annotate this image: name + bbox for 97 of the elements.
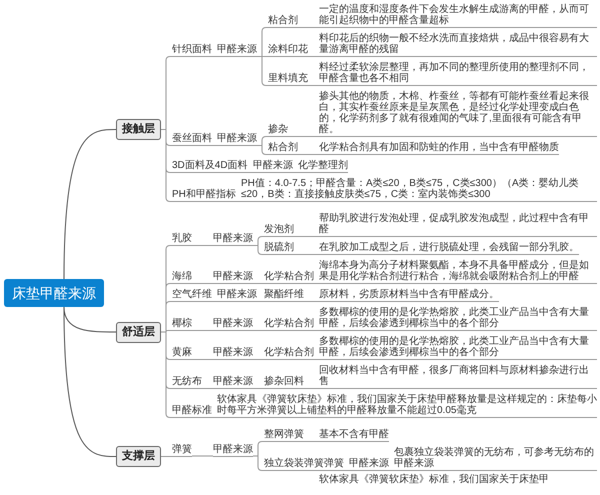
branch-line	[308, 85, 320, 86]
note-text: 料经过柔软涂层整理，再加不同的整理所使用的整理剂不同，甲醛含量也各不相同	[319, 62, 597, 86]
topic-label: 甲醛来源	[213, 376, 253, 389]
topic-label: 化学粘合剂	[264, 318, 314, 331]
note-text: 帮助乳胶进行发泡处理，促成乳胶发泡成型，此过程中含有甲醛	[319, 213, 597, 237]
branch-line	[344, 470, 350, 471]
topic-label: 3D面料及4D面料	[172, 160, 248, 173]
topic-label: 甲醛来源	[217, 44, 257, 57]
topic-label: 空气纤维	[172, 289, 212, 302]
note-text: 化学整理剂	[298, 160, 348, 173]
branch-line	[192, 359, 214, 360]
topic-label: 蚕丝面料	[172, 133, 212, 146]
branch-line	[192, 283, 214, 284]
topic-label: 海绵	[172, 271, 192, 284]
topic-label: 甲醛标准	[172, 405, 212, 418]
note-text: PH值：4.0-7.5；甲醛含量：A类≤20，B类≤75，C类≤300）（A类：婴幼儿类≤20，B类：直接接触皮肤类≤75，C类：室内装饰类≤300	[241, 178, 597, 202]
topic-label: 甲醛来源	[253, 160, 293, 173]
note-text: 原材料，劣质原材料当中含有甲醛成分。	[319, 289, 499, 302]
branch-line	[252, 456, 264, 471]
topic-label: 弹簧	[172, 444, 192, 456]
topic-label: 甲醛来源	[213, 271, 253, 284]
note-text: 化学粘合剂具有加固和防蛀的作用，当中含有甲醛物质	[319, 142, 559, 155]
note-text: 多数椰棕的使用的是化学热熔胶，此类工业产品当中含有大量甲醛，后续会渗透到椰棕当中的各个部分	[319, 307, 597, 331]
note-text: 包裹独立袋装弹簧的无纺布，可参考无纺布的甲醛来源	[394, 447, 597, 471]
topic-label: 粘合剂	[268, 15, 298, 28]
branch-line	[192, 330, 214, 331]
note-text: 软体家具《弹簧软床垫》标准，我们国家关于床垫甲醛释放量是这样规定的：床垫每小时每平方米弹簧以上铺垫料的甲醛释放量不能超过0.05毫克	[217, 394, 597, 418]
topic-label: 涂料印花	[268, 44, 308, 57]
branch-line	[288, 136, 320, 137]
branch-line	[256, 301, 264, 302]
branch-line	[252, 283, 264, 284]
branch-curve	[64, 129, 116, 280]
note-text: 海绵本身为高分子材料聚氨酯，本身不具备甲醛成分，但是如果是用化学粘合剂进行粘合，海绵就会吸附粘合剂上的甲醛	[319, 260, 597, 284]
note-text: 料印花后的织物一般不经水洗而直接焙烘，成品中很容易有大量游离甲醛的残留	[319, 33, 597, 57]
branch-line	[252, 359, 264, 360]
topic-label: 乳胶	[172, 233, 192, 246]
topic-label: 甲醛来源	[213, 444, 253, 456]
branch-line	[314, 283, 320, 284]
topic-label: 掺杂	[268, 124, 288, 137]
topic-label: 黄麻	[172, 347, 192, 360]
topic-label: 聚酯纤维	[264, 289, 304, 302]
branch-line	[202, 388, 214, 389]
branch-line	[252, 388, 264, 389]
branch-line	[294, 254, 320, 255]
branch-line	[294, 236, 320, 237]
topic-label: 甲醛来源	[213, 347, 253, 360]
topic-label: 整网弹簧	[264, 429, 304, 442]
note-text: 在乳胶加工成型之后，进行脱硫处理，会残留一部分乳胶。	[319, 242, 579, 255]
branch-line	[252, 330, 264, 331]
topic-label: 化学粘合剂	[264, 271, 314, 284]
topic-label: 甲醛来源	[213, 318, 253, 331]
branch-line	[252, 245, 264, 255]
topic-label: 甲醛来源	[213, 233, 253, 246]
central-topic-box: 床垫甲醛来源	[4, 279, 104, 307]
topic-label: 甲醛来源	[217, 133, 257, 146]
topic-label: 脱硫剂	[264, 242, 294, 255]
branch-line	[212, 56, 218, 57]
branch-line	[212, 301, 218, 302]
branch-line	[160, 456, 172, 457]
note-text: 一定的温度和湿度条件下会发生水解生成游离的甲醛，从而可能引起织物中的甲醛含量超标	[319, 4, 597, 28]
topic-label: 独立袋装弹簧弹簧	[264, 458, 344, 471]
branch-line	[192, 245, 214, 246]
topic-label: 掺杂回料	[264, 376, 304, 389]
branch-line	[308, 56, 320, 57]
topic-label: 甲醛来源	[217, 289, 257, 302]
topic-label: 里料填充	[268, 73, 308, 86]
branch-line	[298, 154, 320, 155]
main-topic-box: 舒适层	[116, 322, 161, 342]
branch-line	[292, 172, 298, 173]
note-text: 软体家具《弹簧软床垫》标准，我们国家关于床垫甲	[319, 474, 549, 485]
topic-label: 椰棕	[172, 318, 192, 331]
note-text: 基本不含有甲醛	[319, 429, 389, 442]
main-topic-box: 支撑层	[116, 446, 161, 467]
branch-curve	[64, 306, 116, 457]
branch-line	[304, 388, 320, 389]
topic-label: 粘合剂	[268, 142, 298, 155]
topic-label: 发泡剂	[264, 224, 294, 237]
branch-line	[314, 330, 320, 331]
branch-line	[212, 145, 218, 146]
branch-line	[304, 301, 320, 302]
branch-line	[314, 359, 320, 360]
topic-label: 甲醛来源	[349, 458, 389, 471]
note-text: 回收材料当中含有甲醛，很多厂商将回料与原材料掺杂进行出售	[319, 365, 597, 389]
topic-label: PH和甲醛指标	[172, 189, 236, 202]
note-text: 多数椰棕的使用的是化学热熔胶，此类工业产品当中含有大量甲醛，后续会渗透到椰棕当中的各个部分	[319, 336, 597, 360]
topic-label: 化学粘合剂	[264, 347, 314, 360]
note-text: 掺头其他的物质，木棉、柞蚕丝，等都有可能柞蚕丝看起来很白，其实柞蚕丝原来是呈灰黑色，是经过化学处理变成白色的，化学药剂多了就有很难闻的气味了,里面很有可能含有甲醛。	[319, 91, 597, 137]
branch-line	[298, 27, 320, 28]
main-topic-box: 接触层	[116, 119, 161, 140]
topic-label: 无纺布	[172, 376, 202, 389]
branch-line	[304, 441, 320, 442]
topic-label: 针织面料	[172, 44, 212, 57]
branch-line	[236, 201, 242, 202]
branch-line	[388, 470, 394, 471]
branch-line	[248, 172, 254, 173]
branch-line	[212, 417, 218, 418]
branch-line	[256, 145, 268, 155]
